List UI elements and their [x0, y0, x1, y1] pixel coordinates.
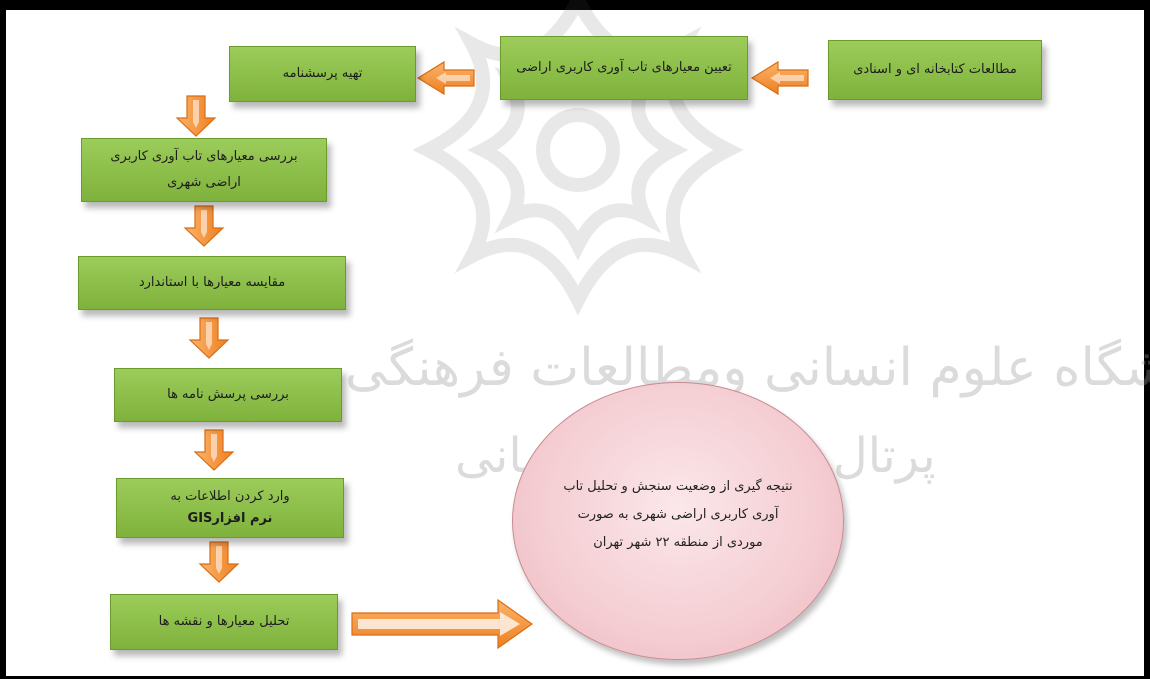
box-analyze-criteria-maps: تحلیل معیارها و نقشه ها [110, 594, 338, 650]
box-library-studies-label: مطالعات کتابخانه ای و اسنادی [853, 62, 1017, 77]
box-library-studies: مطالعات کتابخانه ای و اسنادی [828, 40, 1042, 100]
box-enter-gis-data: وارد کردن اطلاعات به نرم افزارGIS [116, 478, 344, 538]
box-review-questionnaires-label: بررسی پرسش نامه ها [167, 387, 289, 402]
box-compare-standards-label: مقایسه معیارها با استاندارد [138, 275, 286, 290]
box-determine-criteria-label: تعیین معیارهای تاب آوری کاربری اراضی [516, 60, 732, 75]
arrow-down-1 [175, 95, 217, 137]
arrow-down-5 [198, 541, 240, 583]
conclusion-text: نتیجه گیری از وضعیت سنجش و تحلیل تاب آور… [563, 479, 793, 550]
box-compare-standards: مقایسه معیارها با استاندارد [78, 256, 346, 310]
arrow-right-conclusion [351, 598, 534, 650]
arrow-left-1 [750, 60, 809, 96]
box-analyze-criteria-maps-label: تحلیل معیارها و نقشه ها [158, 614, 290, 629]
arrow-left-2 [416, 60, 475, 96]
box-prepare-questionnaire: تهیه پرسشنامه [229, 46, 416, 102]
box-review-criteria: بررسی معیارهای تاب آوری کاربری اراضی شهر… [81, 138, 327, 202]
conclusion-ellipse: نتیجه گیری از وضعیت سنجش و تحلیل تاب آور… [512, 382, 844, 660]
box-determine-criteria: تعیین معیارهای تاب آوری کاربری اراضی [500, 36, 748, 100]
arrow-down-2 [183, 205, 225, 247]
box-enter-gis-data-line2: نرم افزارGIS [187, 511, 273, 526]
box-review-questionnaires: بررسی پرسش نامه ها [114, 368, 342, 422]
box-review-criteria-label: بررسی معیارهای تاب آوری کاربری اراضی شهر… [110, 149, 298, 190]
box-enter-gis-data-line1: وارد کردن اطلاعات به [170, 489, 290, 504]
arrow-down-4 [193, 429, 235, 471]
arrow-down-3 [188, 317, 230, 359]
box-prepare-questionnaire-label: تهیه پرسشنامه [282, 66, 363, 81]
